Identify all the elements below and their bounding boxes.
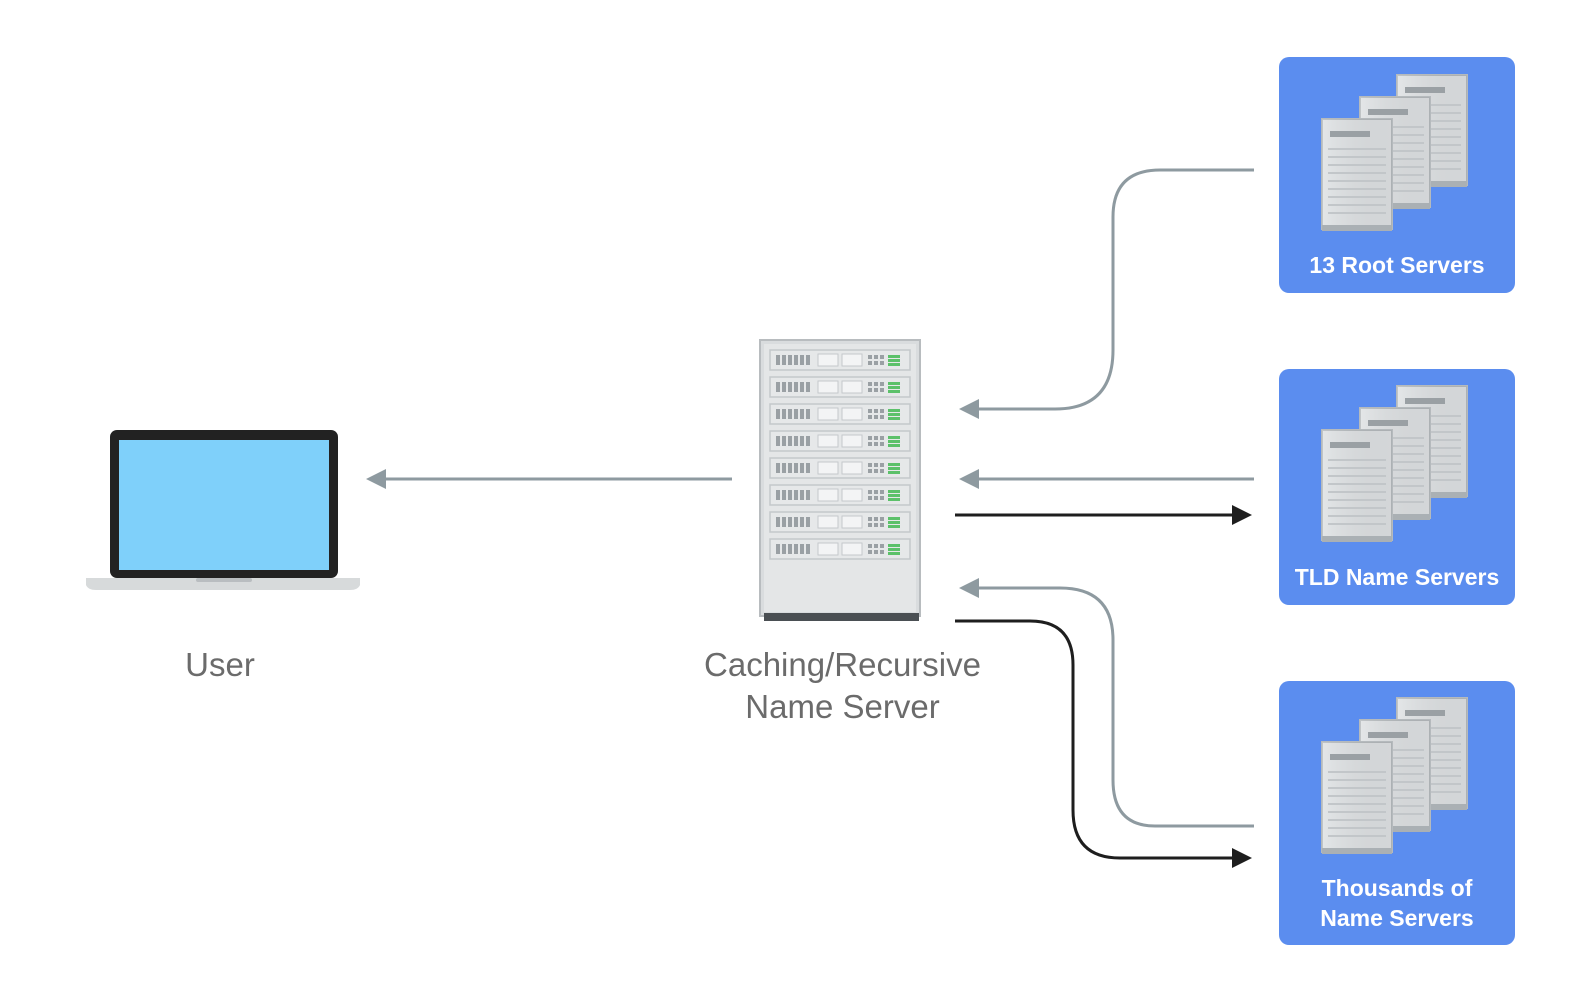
tld-servers-card: TLD Name Servers (1279, 369, 1515, 605)
tld-servers-label: TLD Name Servers (1295, 564, 1500, 590)
authoritative-servers-label-line2: Name Servers (1320, 905, 1473, 931)
reply-arrow-authoritative-to-resolver (959, 578, 1254, 828)
query-arrow-resolver-to-authoritative (955, 619, 1252, 868)
authoritative-servers-label-line1: Thousands of (1322, 875, 1473, 901)
root-servers-label: 13 Root Servers (1309, 252, 1484, 278)
user-label: User (120, 644, 320, 686)
resolver-label-line1: Caching/Recursive (704, 646, 981, 683)
user-label-text: User (185, 646, 255, 683)
resolver-label-line2: Name Server (745, 688, 940, 725)
server-rack-icon (759, 339, 921, 621)
root-servers-card: 13 Root Servers (1279, 57, 1515, 293)
laptop-icon (86, 430, 360, 590)
resolver-label: Caching/Recursive Name Server (640, 644, 1045, 728)
authoritative-servers-card: Thousands of Name Servers (1279, 681, 1515, 945)
reply-arrow-root-to-resolver (959, 168, 1254, 419)
